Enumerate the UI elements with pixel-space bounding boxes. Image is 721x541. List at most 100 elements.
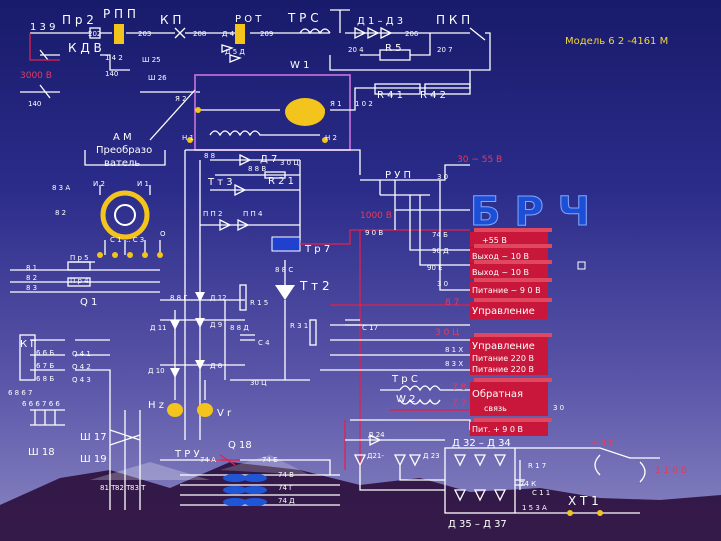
label: П П 4 bbox=[243, 210, 263, 218]
label: 3 0 bbox=[437, 173, 448, 181]
label: 8 1 bbox=[26, 264, 37, 272]
label: 30 ~ 55 В bbox=[457, 155, 502, 165]
label: 81 Т bbox=[100, 484, 116, 492]
block-label: +55 В bbox=[482, 236, 507, 245]
label: 208 bbox=[193, 30, 206, 38]
label: Д 8 bbox=[210, 362, 222, 370]
block-label: Выход ~ 10 В bbox=[472, 252, 529, 261]
label: 209 bbox=[260, 30, 273, 38]
label: 9 0 В bbox=[365, 229, 383, 237]
label: Т т 3 bbox=[207, 177, 233, 188]
label: 74 Г bbox=[278, 484, 293, 492]
label: И 1 bbox=[137, 180, 149, 188]
label: R 4 1 bbox=[377, 90, 403, 101]
label: 6 8 6 7 bbox=[8, 389, 33, 397]
label: 74 К bbox=[520, 480, 536, 488]
label: R 3 1 bbox=[290, 322, 308, 330]
label: 6 6 Б bbox=[36, 349, 54, 357]
label: 8 3 bbox=[26, 284, 37, 292]
label: Н 2 bbox=[325, 134, 337, 142]
vr-lamp-icon bbox=[197, 403, 213, 417]
label: Р У П bbox=[385, 170, 411, 181]
label: 6 8 Б bbox=[36, 375, 54, 383]
block-label: Пит. + 9 0 В bbox=[472, 425, 523, 434]
label: Д 9 bbox=[210, 321, 222, 329]
label: Q 1 bbox=[80, 297, 97, 308]
label: Q 4 2 bbox=[72, 363, 91, 371]
label: 8 7 bbox=[445, 298, 459, 308]
label: Q 18 bbox=[228, 440, 252, 451]
label: ± 9 0 bbox=[590, 439, 615, 449]
label: С 1 ... С 3 bbox=[110, 236, 144, 244]
mountain-silhouette bbox=[0, 462, 721, 541]
label: 3 0 bbox=[553, 404, 564, 412]
model-title: Модель 6 2 -4161 М bbox=[565, 36, 668, 47]
label: Д 32 – Д 34 bbox=[452, 438, 511, 449]
label: Н 1 bbox=[182, 134, 194, 142]
label: Д 23 bbox=[423, 452, 440, 460]
label: R 5 bbox=[385, 43, 402, 54]
label: 6 6 6 7 6 6 bbox=[22, 400, 60, 408]
label: Ш 17 bbox=[80, 432, 107, 443]
hz-lamp-icon bbox=[167, 403, 183, 417]
label: 8 2 bbox=[55, 209, 66, 217]
label: К Г bbox=[20, 339, 36, 350]
label: 74 Д bbox=[278, 497, 295, 505]
label: 1000 В bbox=[360, 211, 392, 221]
block-label: Управление bbox=[472, 341, 535, 352]
tr7-transformer bbox=[271, 236, 301, 252]
label: Д 7 bbox=[260, 154, 277, 165]
label: Д 5 Д bbox=[225, 48, 245, 56]
label: R 4 2 bbox=[420, 90, 446, 101]
label: 83 Т bbox=[130, 484, 146, 492]
block-label: связь bbox=[484, 404, 507, 413]
label: Т т 2 bbox=[299, 279, 330, 293]
label: 74 Б bbox=[432, 231, 448, 239]
label: 8 8 В bbox=[248, 165, 266, 173]
label: Д 1 – Д 3 bbox=[357, 16, 403, 27]
label: 8 3 Х bbox=[445, 360, 463, 368]
label: Д 35 – Д 37 bbox=[448, 519, 507, 530]
label: Х Т 1 bbox=[568, 494, 599, 508]
label: П К П bbox=[436, 13, 470, 27]
label: 8 8 С bbox=[275, 266, 293, 274]
label: 1 5 3 А bbox=[522, 504, 547, 512]
motor-icon bbox=[285, 98, 325, 126]
label: Р П П bbox=[103, 7, 136, 21]
label: Я 2 bbox=[175, 95, 187, 103]
label: W 2 bbox=[396, 394, 415, 405]
label: Д 4 bbox=[222, 30, 235, 38]
block-label: Управление bbox=[472, 306, 535, 317]
label: Q 4 1 bbox=[72, 350, 91, 358]
label: Д 12 bbox=[210, 294, 227, 302]
label: 20 7 bbox=[437, 46, 453, 54]
label: 3 0 Ц bbox=[280, 159, 299, 167]
label: Т р С bbox=[391, 374, 418, 385]
label: R 2 1 bbox=[268, 176, 294, 187]
label: Т Р У bbox=[174, 449, 200, 460]
label: 1 1 0 В bbox=[655, 466, 687, 476]
label: 8 1 Х bbox=[445, 346, 463, 354]
label: П П 2 bbox=[203, 210, 222, 218]
label: Д21- bbox=[367, 452, 384, 460]
label: 90 Д bbox=[432, 247, 449, 255]
label: Ш 18 bbox=[28, 447, 55, 458]
label: Т Р С bbox=[287, 11, 319, 25]
label: 3 0 bbox=[437, 280, 448, 288]
label: 20 4 bbox=[348, 46, 364, 54]
label: Д 10 bbox=[148, 367, 165, 375]
label: И 2 bbox=[93, 180, 105, 188]
label: W 1 bbox=[290, 60, 309, 71]
label: 8 8 Г bbox=[170, 294, 188, 302]
label: 3 0 Ц bbox=[435, 328, 459, 338]
label: 90 Е bbox=[427, 264, 443, 272]
block-label: Питание 220 В bbox=[472, 354, 534, 363]
label: 74 А bbox=[200, 456, 216, 464]
label: 3000 В bbox=[20, 71, 52, 81]
block-label: Обратная bbox=[472, 389, 523, 400]
label: 7 7 bbox=[452, 399, 466, 409]
label: 203 bbox=[138, 30, 151, 38]
label: Преобразо bbox=[96, 145, 152, 156]
label: К Д В bbox=[68, 41, 102, 55]
